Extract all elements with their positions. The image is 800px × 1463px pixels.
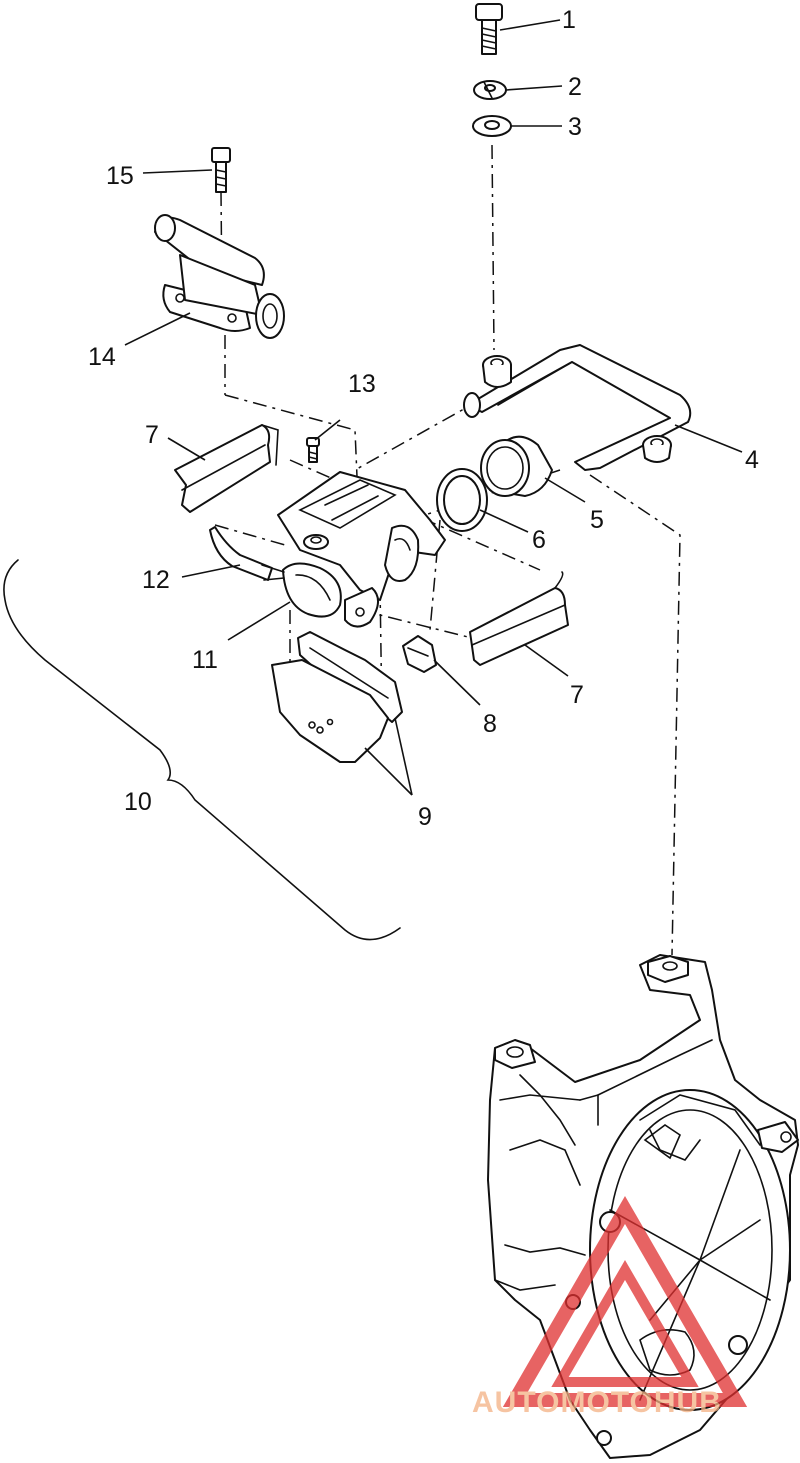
callout-11: 11 — [192, 646, 218, 674]
part-13-screw — [306, 437, 320, 463]
part-5-bushing — [480, 435, 553, 497]
watermark-text: AUTOMOTOHUB — [472, 1386, 722, 1419]
callout-6: 6 — [532, 526, 546, 554]
part-3-flat-washer — [472, 115, 512, 137]
leader-lines — [124, 19, 743, 796]
callout-5: 5 — [590, 506, 604, 534]
part-2-lock-washer — [473, 80, 507, 100]
callout-1: 1 — [562, 6, 576, 34]
part-4-bracket — [463, 344, 692, 471]
part-8-nut — [402, 635, 437, 673]
callout-4: 4 — [745, 446, 759, 474]
part-10-group-bracket — [3, 559, 401, 941]
alignment-lines — [214, 144, 681, 956]
watermark-logo: AUTOMOTOHUB — [472, 1196, 748, 1419]
part-7-lower-bracket — [469, 571, 569, 666]
callout-2: 2 — [568, 73, 582, 101]
callout-15: 15 — [106, 162, 134, 190]
part-7-upper-bracket — [174, 424, 279, 513]
callout-7-upper: 7 — [145, 421, 159, 449]
part-12-hose — [209, 526, 285, 581]
callout-14: 14 — [88, 343, 116, 371]
watermark-triangle-inner — [551, 1260, 699, 1387]
part-6-o-ring — [436, 468, 488, 532]
callout-3: 3 — [568, 113, 582, 141]
watermark-triangle-outer — [502, 1196, 748, 1407]
lower-housing — [487, 954, 799, 1459]
callout-12: 12 — [142, 566, 170, 594]
callout-7-lower: 7 — [570, 681, 584, 709]
callout-13: 13 — [348, 370, 376, 398]
part-14-thermostat-housing — [154, 214, 285, 339]
part-1-bolt — [475, 3, 503, 55]
callout-9: 9 — [418, 803, 432, 831]
callout-10: 10 — [124, 788, 152, 816]
callout-8: 8 — [483, 710, 497, 738]
pump-housing — [277, 471, 446, 628]
callout-numbers: 1 2 3 4 5 6 7 7 8 9 10 11 12 13 14 15 — [88, 6, 759, 831]
